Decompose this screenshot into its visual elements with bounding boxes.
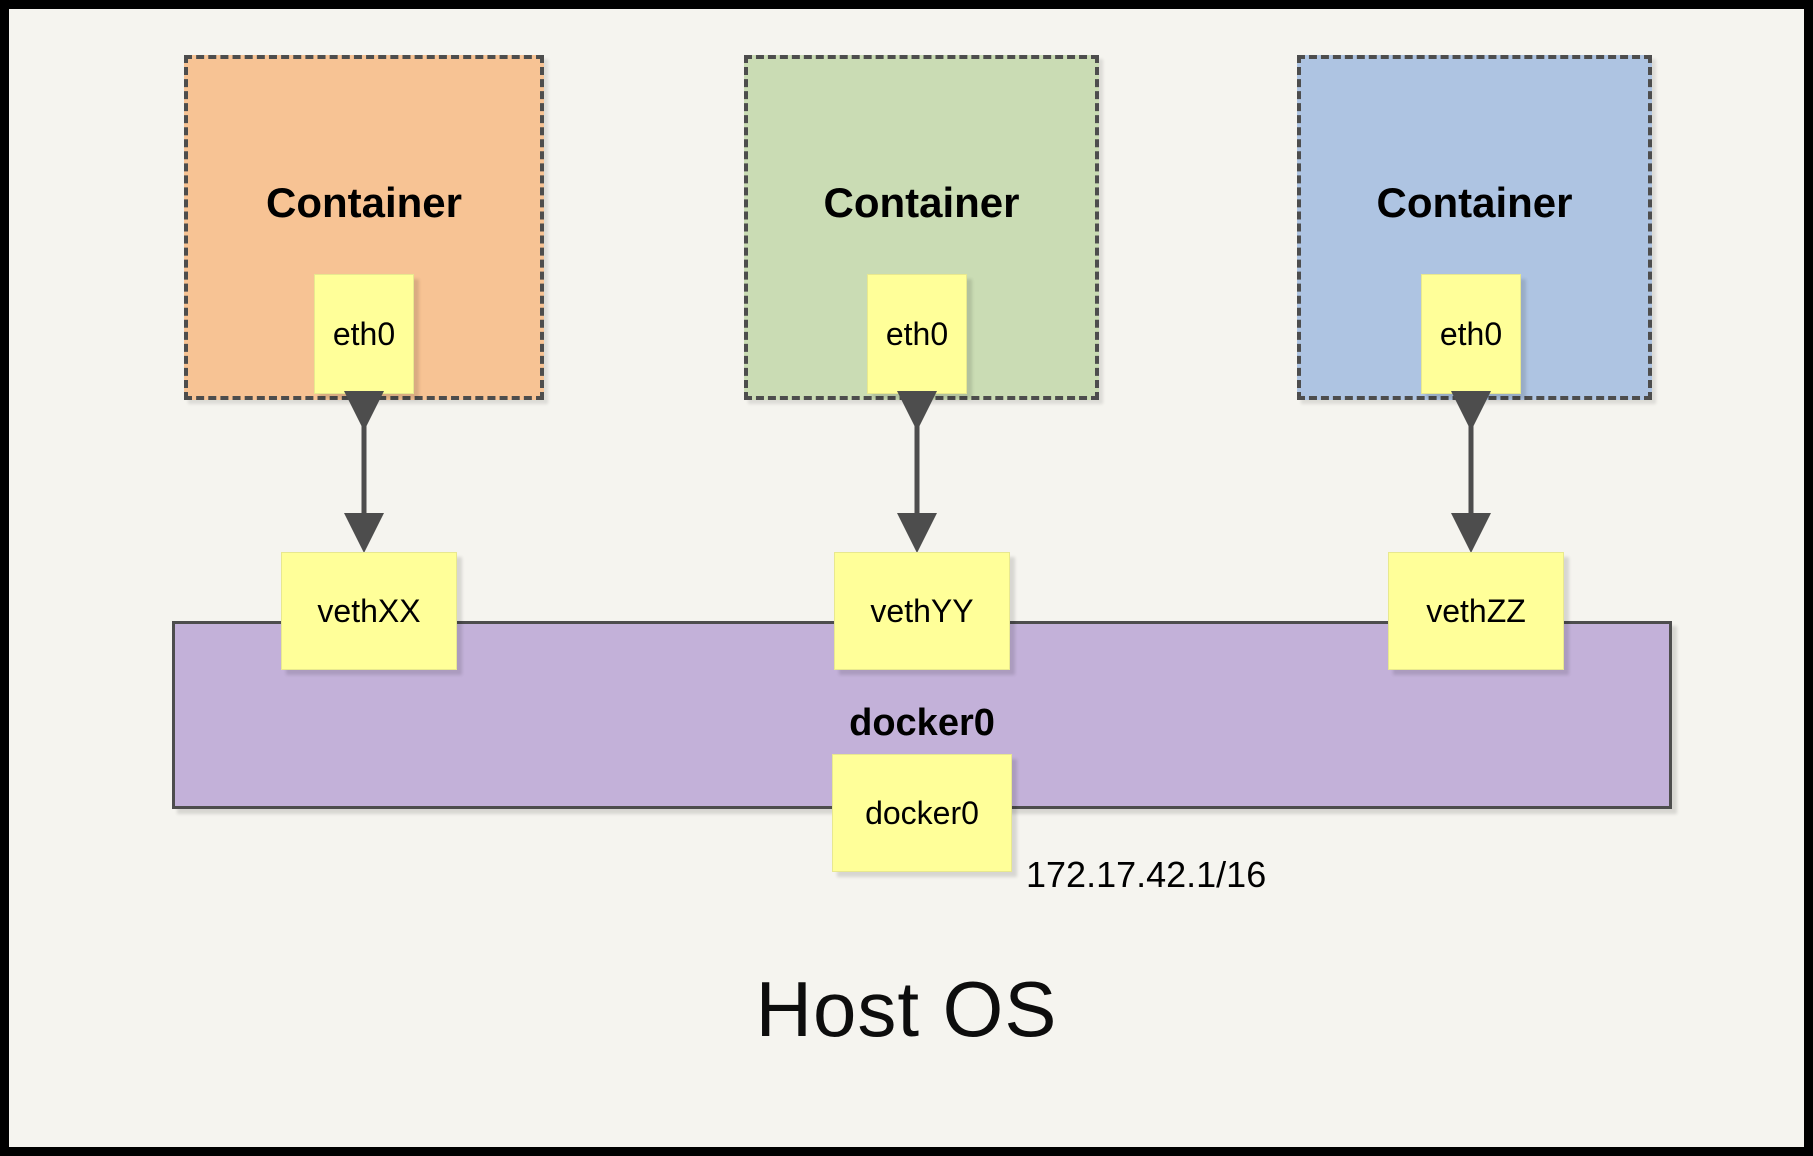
link-arrow-3	[1451, 391, 1491, 553]
veth-note-3-label: vethZZ	[1426, 592, 1526, 629]
veth-note-2-label: vethYY	[870, 592, 974, 629]
eth0-note-3-label: eth0	[1439, 315, 1503, 352]
docker0-note: docker0	[832, 754, 1012, 872]
eth0-note-2-label: eth0	[885, 315, 949, 352]
docker0-note-label: docker0	[865, 794, 979, 831]
eth0-note-2: eth0	[867, 274, 967, 394]
eth0-note-1: eth0	[314, 274, 414, 394]
host-os-label: Host OS	[755, 965, 1058, 1053]
container-title-1: Container	[265, 179, 462, 226]
eth0-note-1-label: eth0	[332, 315, 396, 352]
veth-note-3: vethZZ	[1388, 552, 1564, 670]
veth-note-2: vethYY	[834, 552, 1010, 670]
docker0-bar-label: docker0	[849, 702, 995, 744]
container-title-2: Container	[823, 179, 1020, 226]
container-title-3: Container	[1376, 179, 1573, 226]
link-arrow-2	[897, 391, 937, 553]
veth-note-1: vethXX	[281, 552, 457, 670]
veth-note-1-label: vethXX	[317, 592, 421, 629]
docker0-ip-label: 172.17.42.1/16	[1026, 854, 1267, 895]
eth0-note-3: eth0	[1421, 274, 1521, 394]
link-arrow-1	[344, 391, 384, 553]
